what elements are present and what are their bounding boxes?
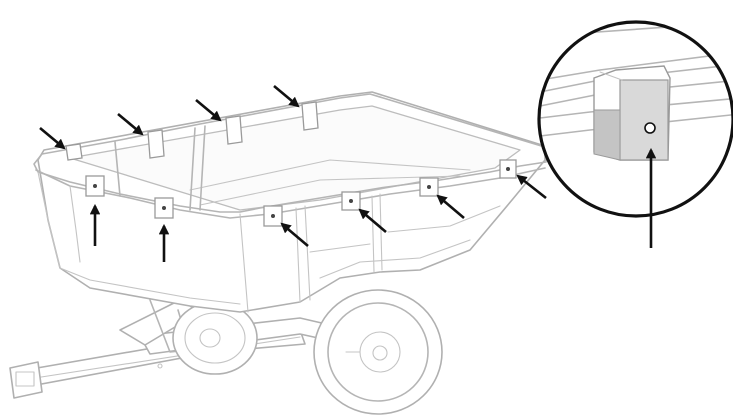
bracket-back-2 — [147, 129, 165, 159]
left-wheel — [172, 301, 258, 375]
arrow-front-4 — [358, 208, 387, 233]
bracket-front-3 — [263, 205, 283, 227]
arrow-front-6 — [516, 174, 547, 200]
bracket-front-4 — [341, 191, 361, 211]
rear-brackets — [65, 101, 319, 161]
arrow-front-5 — [436, 194, 465, 219]
bracket-plate — [619, 79, 669, 161]
bracket-front-5 — [419, 177, 439, 197]
arrow-back-4 — [273, 85, 300, 108]
bracket-back-3 — [225, 115, 243, 145]
bracket-back-4 — [301, 101, 319, 131]
callout-ring — [537, 20, 733, 218]
front-brackets — [85, 159, 517, 227]
bracket-back-1 — [65, 143, 83, 161]
arrows — [39, 85, 547, 262]
right-wheel — [313, 289, 443, 415]
bracket-front-2 — [154, 197, 174, 219]
cart-bed — [33, 91, 549, 313]
arrow-back-2 — [117, 113, 144, 136]
arrow-back-1 — [39, 127, 66, 150]
bolt-hole — [644, 122, 656, 134]
bracket-front-1 — [85, 175, 105, 197]
detail-callout — [537, 20, 733, 248]
arrow-front-3 — [280, 222, 309, 247]
arrow-back-3 — [195, 99, 222, 122]
bracket-front-6 — [499, 159, 517, 179]
